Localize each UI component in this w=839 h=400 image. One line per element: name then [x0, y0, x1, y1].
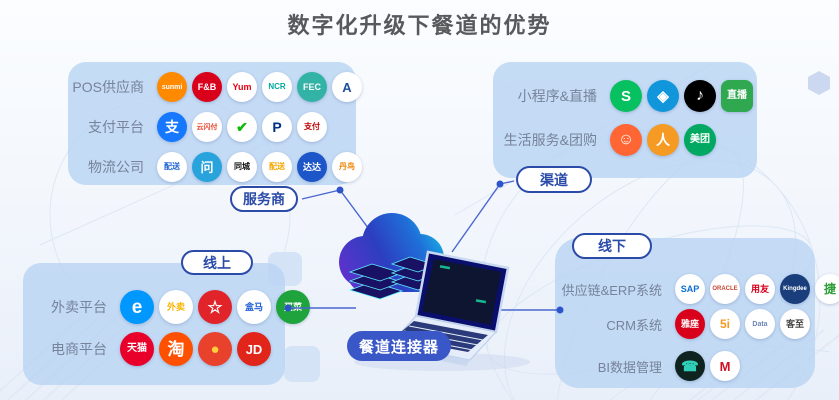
server-stacks — [348, 256, 438, 300]
pos-suppliers-label: POS供应商 — [72, 79, 144, 95]
sf-city-logo: 同城 — [227, 152, 257, 182]
mega-bi-logo: M — [710, 351, 740, 381]
wechatpay-logo: ✔ — [227, 112, 257, 142]
alipay-logo: 支 — [157, 112, 187, 142]
erp-systems-label: 供应链&ERP系统 — [561, 282, 662, 298]
sunmi-logo: sunmi — [157, 72, 187, 102]
page-title: 数字化升级下餐道的优势 — [287, 13, 552, 38]
miniprogram-live-label: 小程序&直播 — [517, 88, 597, 104]
payment-platforms-row: 支付平台 支 云闪付 ✔ P 支付 — [68, 112, 327, 142]
erp-systems-row: 供应链&ERP系统 SAP ORACLE 用友 Kingdee 捷 — [555, 274, 839, 304]
unionpay-logo: 云闪付 — [192, 112, 222, 142]
service-providers-panel: POS供应商 sunmi F&B Yum NCR FEC A 支付平台 支 云闪… — [68, 62, 362, 185]
epay-logo: 支付 — [297, 112, 327, 142]
hexagon-decoration — [808, 71, 830, 95]
alipay-miniprogram-logo: ◈ — [647, 80, 679, 112]
oracle-logo: ORACLE — [710, 274, 740, 304]
wen-logo: 问 — [192, 152, 222, 182]
phone-bi-logo: ☎ — [675, 351, 705, 381]
miniprogram-live-row: 小程序&直播 S ◈ ♪ 直播 — [493, 80, 753, 112]
yum-logo: Yum — [227, 72, 257, 102]
xingxuan-logo: ☆ — [198, 290, 232, 324]
jd-logo: JD — [237, 332, 271, 366]
ecommerce-platforms-label: 电商平台 — [51, 341, 107, 357]
fengniao-logo: 配送 — [157, 152, 187, 182]
cloud-shape — [339, 213, 444, 292]
online-panel: 外卖平台 e 外卖 ☆ 盒马 买菜 电商平台 天猫 淘 ● JD — [23, 263, 310, 385]
channel-badge: 渠道 — [516, 166, 592, 193]
taobao-logo: 淘 — [159, 332, 193, 366]
logistics-row: 物流公司 配送 问 同城 配送 达达 丹鸟 — [68, 152, 362, 182]
fnb-logo: F&B — [192, 72, 222, 102]
dada-logo: 达达 — [297, 152, 327, 182]
life-service-groupbuy-row: 生活服务&团购 ☺ 人 美团 — [493, 124, 716, 156]
wechat-miniprogram-logo: S — [610, 80, 642, 112]
logistics-label: 物流公司 — [88, 159, 144, 175]
meituan-logo: 美团 — [684, 124, 716, 156]
crm-systems-label: CRM系统 — [606, 317, 662, 333]
candao-connector-badge: 餐道连接器 — [347, 331, 451, 361]
ncr-logo: NCR — [262, 72, 292, 102]
online-badge: 线上 — [181, 250, 253, 275]
5i-logo: 5i — [710, 309, 740, 339]
lion-ecommerce-logo: ● — [198, 332, 232, 366]
aclas-logo: A — [332, 72, 362, 102]
paypal-logo: P — [262, 112, 292, 142]
grocery-logo: 买菜 — [276, 290, 310, 324]
bi-data-row: BI数据管理 ☎ M — [555, 351, 740, 381]
danniao-logo: 丹鸟 — [332, 152, 362, 182]
hema-logo: 盒马 — [237, 290, 271, 324]
delivery-platforms-row: 外卖平台 e 外卖 ☆ 盒马 买菜 — [23, 290, 310, 324]
kingdee-logo: Kingdee — [780, 274, 810, 304]
meituan-waimai-logo: 外卖 — [159, 290, 193, 324]
crm-systems-row: CRM系统 雅座 5i Data 客至 — [555, 309, 810, 339]
bi-data-label: BI数据管理 — [597, 359, 662, 375]
eleme-logo: e — [120, 290, 154, 324]
groupbuy-logo: 人 — [647, 124, 679, 156]
offline-badge: 线下 — [572, 233, 652, 259]
pos-suppliers-row: POS供应商 sunmi F&B Yum NCR FEC A — [68, 72, 362, 102]
offline-panel: 供应链&ERP系统 SAP ORACLE 用友 Kingdee 捷 CRM系统 … — [555, 238, 839, 388]
life-service-groupbuy-label: 生活服务&团购 — [503, 132, 597, 148]
fec-logo: FEC — [297, 72, 327, 102]
payment-platforms-label: 支付平台 — [88, 119, 144, 135]
livestream-logo: 直播 — [721, 80, 753, 112]
delivery-platforms-label: 外卖平台 — [51, 299, 107, 315]
kezhi-logo: 客至 — [780, 309, 810, 339]
service-provider-badge: 服务商 — [230, 186, 298, 212]
meituan-delivery-logo: 配送 — [262, 152, 292, 182]
sap-logo: SAP — [675, 274, 705, 304]
tmall-logo: 天猫 — [120, 332, 154, 366]
yazuo-logo: 雅座 — [675, 309, 705, 339]
city-delivery-logo: 捷 — [815, 274, 839, 304]
ecommerce-platforms-row: 电商平台 天猫 淘 ● JD — [23, 332, 271, 366]
yonyou-logo: 用友 — [745, 274, 775, 304]
douyin-logo: ♪ — [684, 80, 716, 112]
data-crm-logo: Data — [745, 309, 775, 339]
dianping-logo: ☺ — [610, 124, 642, 156]
channels-panel: 小程序&直播 S ◈ ♪ 直播 生活服务&团购 ☺ 人 美团 — [493, 62, 757, 178]
